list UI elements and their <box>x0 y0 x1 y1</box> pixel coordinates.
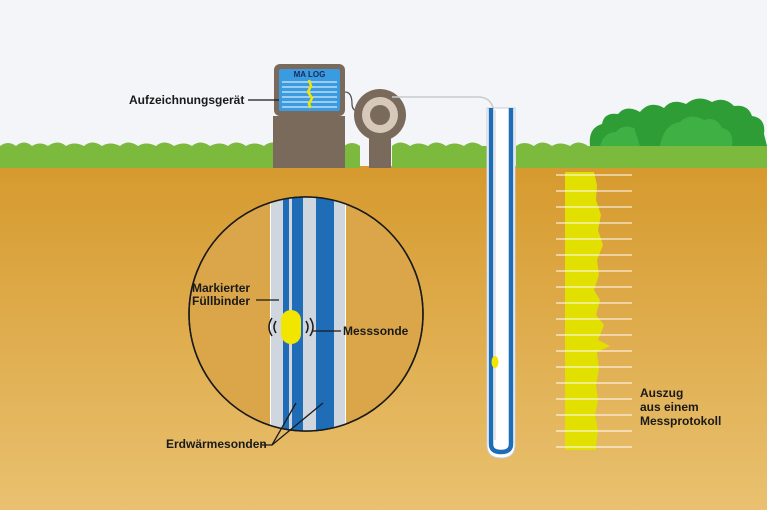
signal-waves-icon <box>268 317 314 337</box>
leader-lines <box>248 99 341 446</box>
bushes <box>589 98 767 146</box>
label-recorder: Aufzeichnungsgerät <box>129 93 245 107</box>
detail-circle <box>188 196 424 432</box>
recorder-cabinet <box>273 116 345 168</box>
label-probe: Messsonde <box>343 324 409 338</box>
label-excerpt-line2: aus einem <box>640 400 699 414</box>
measurement-log <box>556 172 632 450</box>
cable-reel-icon <box>354 89 406 168</box>
probe-marker <box>491 356 499 368</box>
label-excerpt-line3: Messprotokoll <box>640 414 722 428</box>
probe-zoom <box>281 310 301 344</box>
monitor-title: MA LOG <box>294 70 326 79</box>
label-excerpt-line1: Auszug <box>640 386 684 400</box>
label-geothermal-probes: Erdwärmesonden <box>166 437 267 451</box>
monitor-icon: MA LOG <box>274 64 345 116</box>
borehole <box>486 107 516 459</box>
label-fill-binder-line1: Markierter <box>192 281 251 295</box>
label-fill-binder-line2: Füllbinder <box>192 294 250 308</box>
grass-strip <box>0 142 767 168</box>
